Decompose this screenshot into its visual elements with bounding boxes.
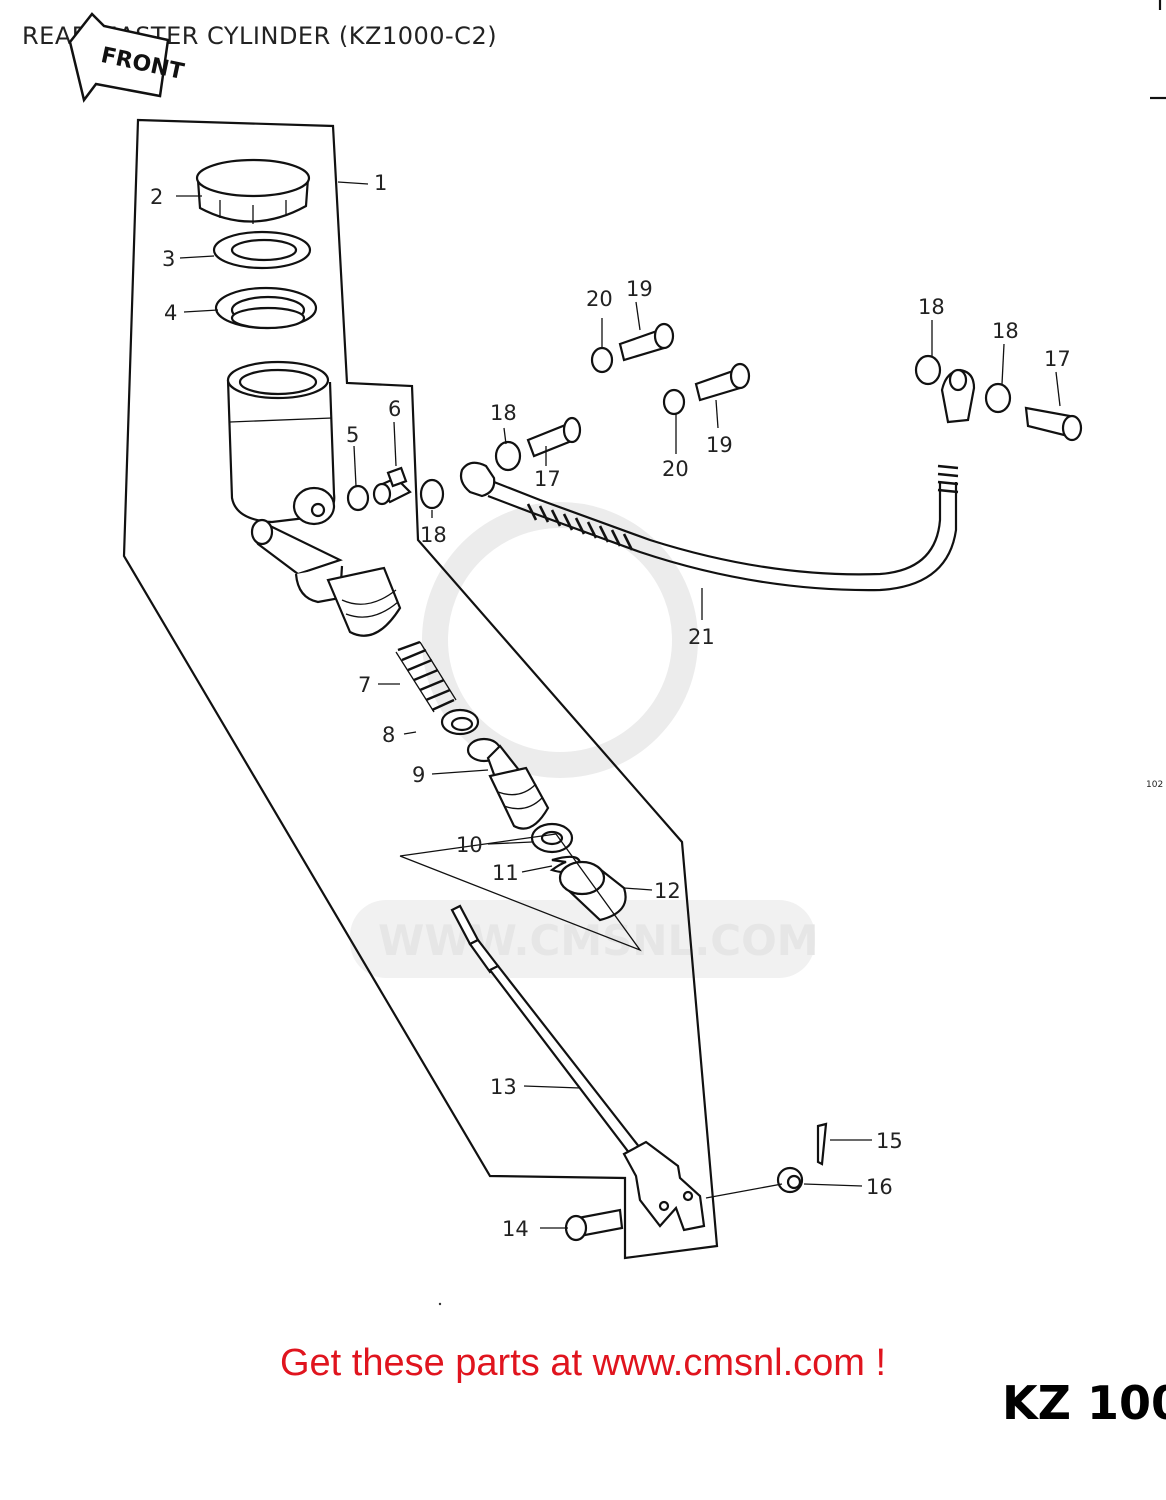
callout-8: 8 [382,723,395,747]
cotter-pin [816,1122,828,1166]
diaphragm-plate [212,230,312,270]
callout-18a: 18 [420,523,447,547]
callout-17b: 17 [1044,347,1071,371]
callout-10: 10 [456,833,483,857]
callout-20a: 20 [586,287,613,311]
callout-11: 11 [492,861,519,885]
callout-21: 21 [688,625,715,649]
callout-13: 13 [490,1075,517,1099]
model-stamp: KZ 100 [1002,1376,1166,1430]
callout-18d: 18 [992,319,1019,343]
banjo-fitting-6 [372,466,412,506]
piston [466,737,550,830]
callout-17a: 17 [534,467,561,491]
bolt-19a [618,322,675,362]
reservoir-cap [195,158,311,224]
callout-19a: 19 [626,277,653,301]
master-cylinder-body [226,360,402,637]
callout-14: 14 [502,1217,529,1241]
callout-9: 9 [412,763,425,787]
callout-12: 12 [654,879,681,903]
bolt-19b [694,362,751,402]
footer-link[interactable]: Get these parts at www.cmsnl.com ! [279,1342,887,1384]
washer-18c [914,354,942,386]
callout-7: 7 [358,673,371,697]
washer-20a [590,346,614,374]
callout-3: 3 [162,247,175,271]
banjo-bolt-17a [526,416,582,458]
callout-6: 6 [388,397,401,421]
washer-5 [346,484,370,512]
nut [776,1166,804,1194]
clevis [622,1140,706,1232]
leader-lines [176,181,1061,1229]
callout-1: 1 [374,171,387,195]
callout-19b: 19 [706,433,733,457]
callout-15: 15 [876,1129,903,1153]
callout-20b: 20 [662,457,689,481]
callout-2: 2 [150,185,163,209]
primary-cup [440,708,480,736]
watermark-text: WWW.CMSNL.COM [378,916,819,965]
washer-18d [984,382,1012,414]
callout-18b: 18 [490,401,517,425]
side-code: 102 [1146,780,1164,790]
callout-18c: 18 [918,295,945,319]
washer-18b [494,440,522,472]
watermark: WWW.CMSNL.COM [350,502,819,978]
assembly-outline [122,118,719,1260]
callouts: 1 2 3 4 5 6 7 8 9 10 11 12 13 14 15 16 1… [150,171,1071,1241]
pushrod-guide-lines [399,833,642,952]
washer-18a [419,478,445,510]
callout-4: 4 [164,301,177,325]
banjo-bolt-17b [1024,406,1083,442]
front-arrow-icon: FRONT [68,12,186,103]
washer-20b [662,388,686,416]
callout-16: 16 [866,1175,893,1199]
callout-5: 5 [346,423,359,447]
clevis-pin [564,1208,624,1242]
diaphragm [214,286,318,330]
spring [395,640,457,713]
brake-hose [459,368,976,592]
